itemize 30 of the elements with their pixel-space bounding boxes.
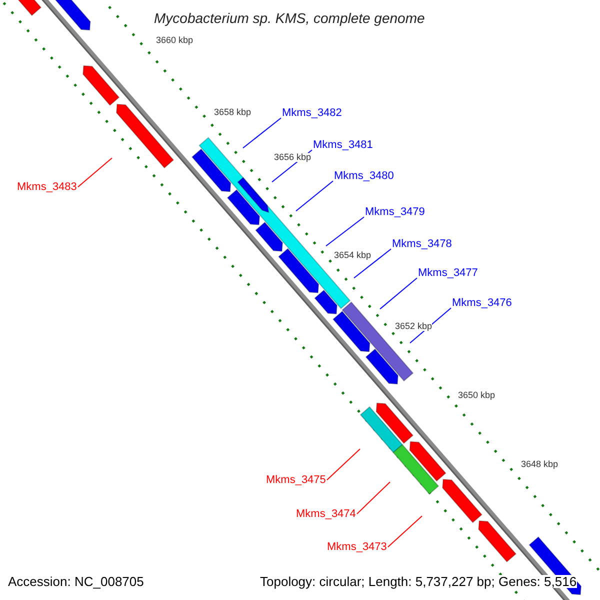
leader-line (242, 118, 282, 148)
scale-label: 3658 kbp (214, 108, 252, 117)
leader-line (354, 248, 392, 278)
leader-line (380, 278, 418, 310)
scale-label: 3656 kbp (274, 153, 312, 162)
gene-label: Mkms_3475 (266, 475, 326, 486)
gene-label: Mkms_3482 (282, 108, 342, 119)
scale-label: 3652 kbp (395, 322, 432, 331)
gene-label: Mkms_3481 (313, 140, 373, 151)
gene-label: Mkms_3478 (392, 239, 452, 250)
leader-line (356, 482, 390, 514)
gene-label: Mkms_3473 (327, 542, 387, 553)
scale-label: 3654 kbp (334, 251, 372, 260)
scale-label: 3650 kbp (458, 391, 496, 400)
accession-label: Accession: NC_008705 (8, 575, 144, 588)
genome-info-label: Topology: circular; Length: 5,737,227 bp; Genes: 5,516 (260, 575, 577, 588)
scale-label: 3648 kbp (521, 460, 558, 469)
leader-line (326, 216, 364, 246)
leader-line (77, 158, 112, 188)
map-title: Mycobacterium sp. KMS, complete genome (154, 11, 425, 25)
gene-label: Mkms_3480 (334, 171, 394, 182)
gene-label: Mkms_3483 (17, 182, 77, 193)
scale-label: 3660 kbp (156, 36, 194, 45)
gene-label: Mkms_3477 (418, 268, 478, 279)
gene-label: Mkms_3479 (365, 207, 425, 218)
gene-label: Mkms_3474 (296, 509, 356, 520)
leader-line (387, 516, 422, 548)
gene-label: Mkms_3476 (452, 298, 512, 309)
leader-line (326, 448, 360, 480)
leader-line (296, 180, 334, 212)
